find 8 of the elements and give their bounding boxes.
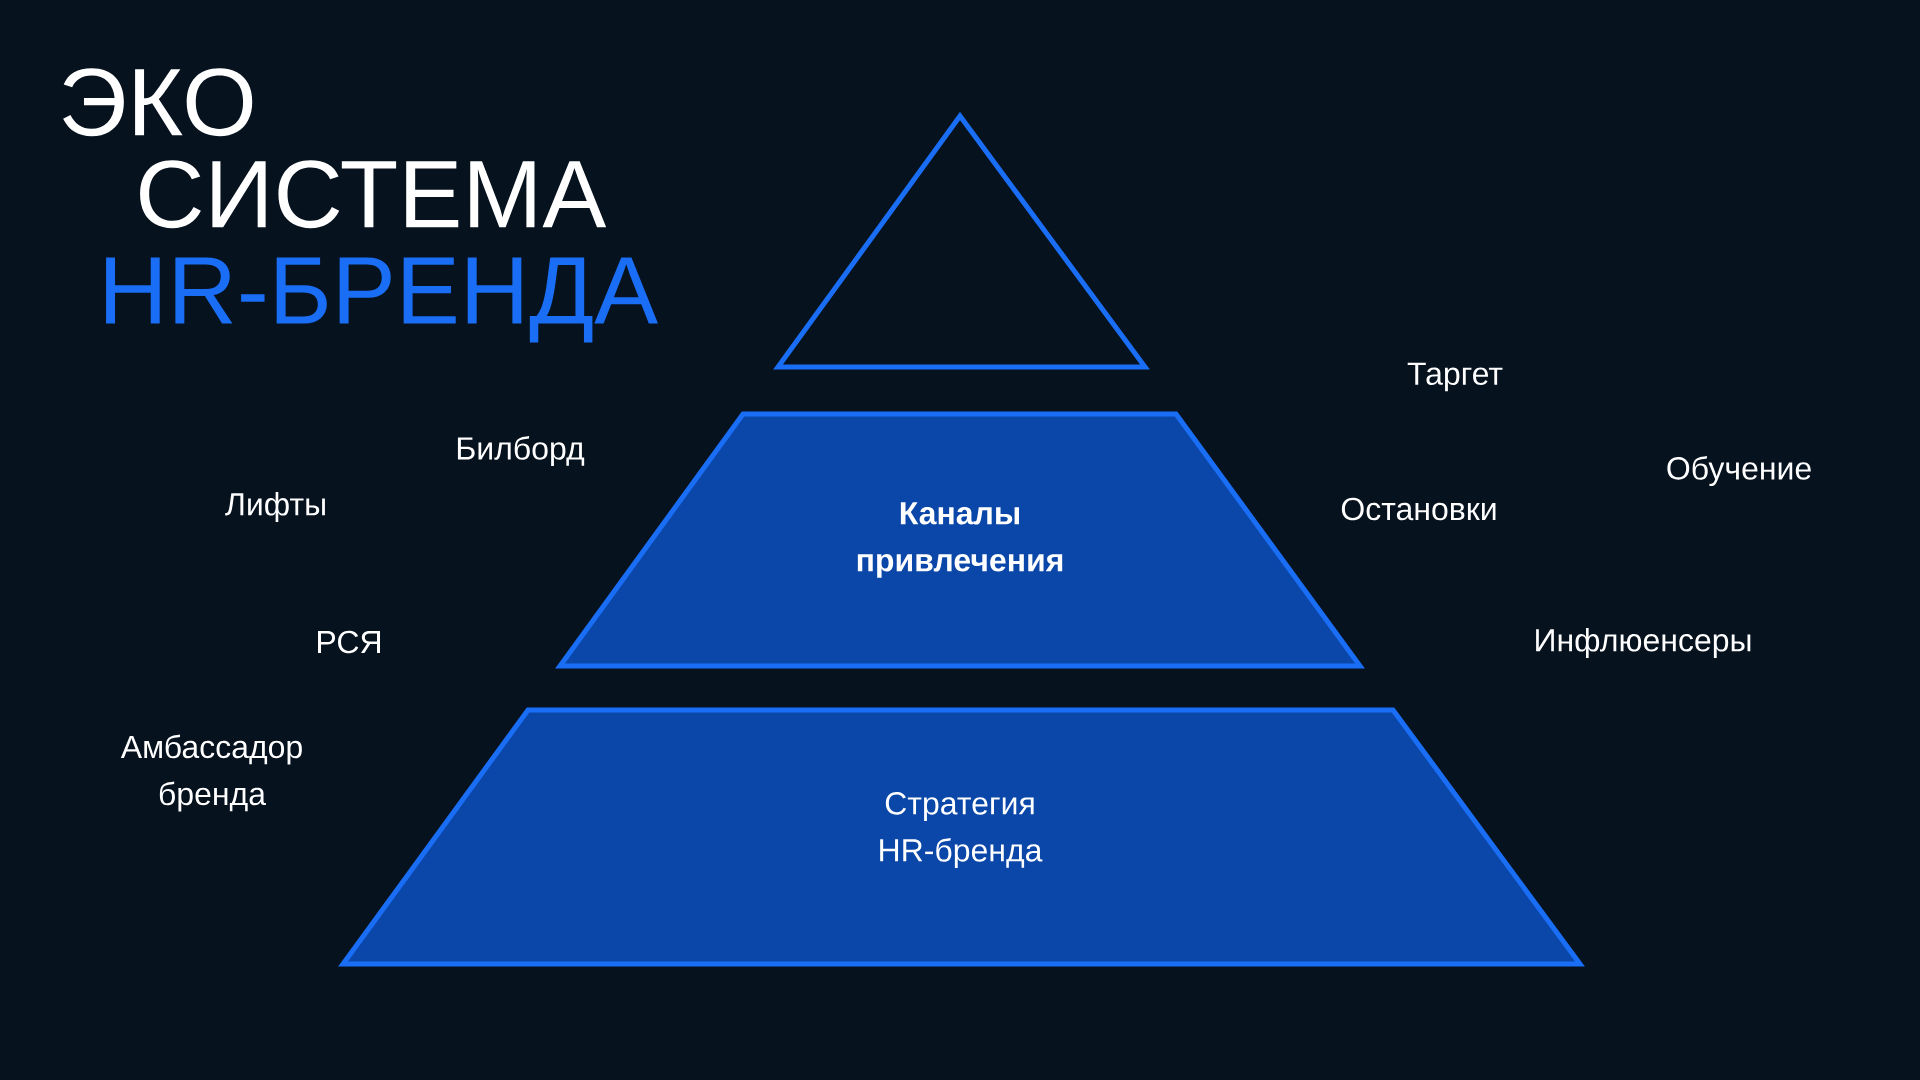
title-line: HR-БРЕНДА xyxy=(106,257,658,343)
channel-label: Амбассадор бренда xyxy=(120,734,302,812)
channel-label: Инфлюенсеры xyxy=(1536,628,1751,658)
channel-label: Лифты xyxy=(225,492,325,522)
channel-label: Обучение xyxy=(1667,455,1811,487)
channel-label: Таргет xyxy=(1407,362,1503,392)
channel-label: РСЯ xyxy=(318,630,380,654)
title: ЭКО СИСТЕМА xyxy=(63,68,607,229)
